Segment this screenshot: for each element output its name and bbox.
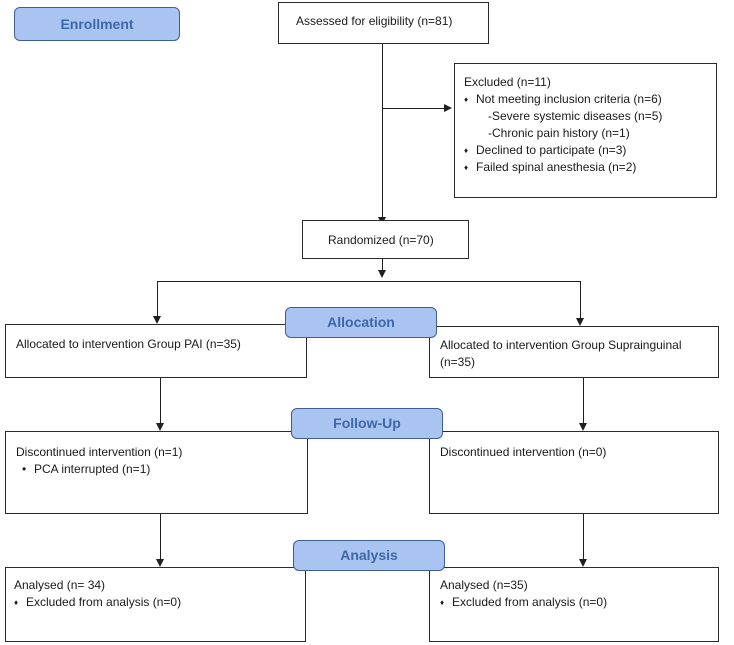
randomized-text: Randomized (n=70)	[328, 233, 434, 247]
arrow-to-excluded-icon	[444, 104, 452, 112]
analysis-right-title: Analysed (n=35)	[440, 578, 528, 592]
arrow-to-alloc-left-icon	[153, 316, 161, 324]
followup-right-box: Discontinued intervention (n=0)	[429, 431, 719, 514]
arrow-to-followup-left-icon	[156, 423, 164, 431]
connector-followup-analysis-right	[583, 514, 584, 560]
arrow-to-alloc-right-icon	[576, 318, 584, 326]
analysis-right-box: Analysed (n=35) Excluded from analysis (…	[429, 567, 719, 642]
followup-left-item: PCA interrupted (n=1)	[22, 461, 307, 478]
excluded-sub-pain: -Chronic pain history (n=1)	[488, 126, 630, 140]
connector-split-right	[580, 281, 581, 319]
excluded-item-inclusion: Not meeting inclusion criteria (n=6)	[464, 91, 716, 108]
stage-followup: Follow-Up	[291, 408, 443, 439]
excluded-sub-systemic: -Severe systemic diseases (n=5)	[488, 109, 663, 123]
excluded-box: Excluded (n=11) Not meeting inclusion cr…	[454, 63, 717, 198]
excluded-title: Excluded (n=11)	[464, 75, 551, 89]
connector-alloc-followup-left	[160, 378, 161, 423]
randomized-box: Randomized (n=70)	[302, 220, 469, 259]
analysis-right-item: Excluded from analysis (n=0)	[440, 594, 718, 611]
stage-enrollment: Enrollment	[14, 7, 180, 41]
allocation-right-text: Allocated to intervention Group Supraing…	[440, 338, 682, 369]
followup-right-title: Discontinued intervention (n=0)	[440, 445, 607, 459]
connector-alloc-followup-right	[583, 378, 584, 423]
connector-split-horizontal	[157, 281, 581, 282]
arrow-to-analysis-left-icon	[156, 559, 164, 567]
arrow-to-analysis-right-icon	[579, 559, 587, 567]
allocation-right-box: Allocated to intervention Group Supraing…	[429, 326, 719, 378]
connector-followup-analysis-left	[160, 514, 161, 560]
stage-allocation: Allocation	[285, 307, 437, 338]
followup-left-box: Discontinued intervention (n=1) PCA inte…	[5, 431, 308, 514]
followup-left-title: Discontinued intervention (n=1)	[16, 445, 183, 459]
connector-assessed-randomized	[382, 44, 383, 220]
allocation-left-text: Allocated to intervention Group PAI (n=3…	[16, 337, 241, 351]
allocation-left-box: Allocated to intervention Group PAI (n=3…	[5, 324, 307, 378]
connector-split-left	[157, 281, 158, 317]
analysis-left-box: Analysed (n= 34) Excluded from analysis …	[5, 567, 306, 642]
connector-to-excluded	[382, 108, 444, 109]
arrow-to-followup-right-icon	[579, 423, 587, 431]
assessed-text: Assessed for eligibility (n=81)	[296, 14, 453, 28]
assessed-box: Assessed for eligibility (n=81)	[278, 2, 489, 44]
connector-randomized-down	[382, 259, 383, 273]
arrow-randomized-split-icon	[378, 270, 386, 278]
analysis-left-item: Excluded from analysis (n=0)	[14, 594, 305, 611]
excluded-item-spinal: Failed spinal anesthesia (n=2)	[464, 159, 716, 176]
excluded-item-declined: Declined to participate (n=3)	[464, 142, 716, 159]
stage-analysis: Analysis	[293, 540, 445, 571]
analysis-left-title: Analysed (n= 34)	[14, 578, 106, 592]
